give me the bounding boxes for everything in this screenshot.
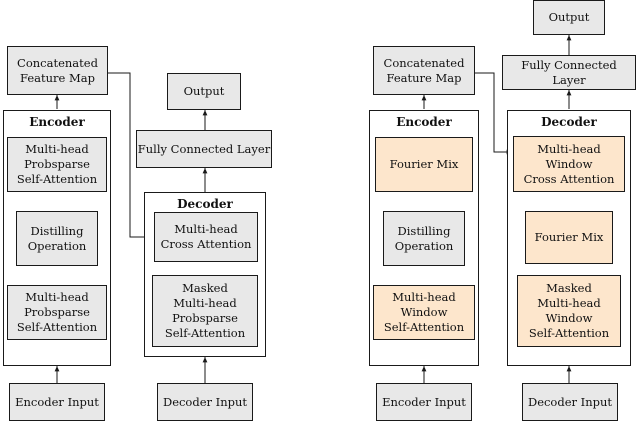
fourier-mix-decoder-box: Fourier Mix [525, 211, 613, 264]
decoder-title-r: Decoder [541, 115, 597, 129]
decoder-input-box: Decoder Input [157, 383, 253, 421]
distilling-operation-box-r: Distilling Operation [383, 211, 465, 266]
fully-connected-layer-box-r: Fully Connected Layer [502, 55, 636, 90]
decoder-title: Decoder [177, 197, 233, 211]
decoder-input-box-r: Decoder Input [522, 383, 618, 421]
encoder-title: Encoder [29, 115, 85, 129]
cross-attention-box: Multi-head Cross Attention [154, 212, 258, 262]
fully-connected-layer-box: Fully Connected Layer [136, 130, 272, 168]
distilling-operation-box: Distilling Operation [16, 211, 98, 266]
window-cross-attention-box: Multi-head Window Cross Attention [513, 136, 625, 192]
enc-probsparse-attention-bottom: Multi-head Probsparse Self-Attention [7, 285, 107, 340]
masked-window-self-attention-box: Masked Multi-head Window Self-Attention [517, 275, 621, 347]
encoder-input-box-r: Encoder Input [376, 383, 472, 421]
output-box-r: Output [533, 0, 605, 35]
enc-probsparse-attention-top: Multi-head Probsparse Self-Attention [7, 137, 107, 192]
window-self-attention-encoder-box: Multi-head Window Self-Attention [373, 285, 475, 340]
encoder-input-box: Encoder Input [9, 383, 105, 421]
concat-feature-map-box-r: Concatenated Feature Map [373, 46, 475, 95]
concat-feature-map-box: Concatenated Feature Map [7, 46, 108, 95]
fourier-mix-encoder-box: Fourier Mix [375, 137, 473, 192]
encoder-title-r: Encoder [396, 115, 452, 129]
masked-probsparse-attention-box: Masked Multi-head Probsparse Self-Attent… [152, 275, 258, 347]
output-box: Output [167, 73, 241, 110]
